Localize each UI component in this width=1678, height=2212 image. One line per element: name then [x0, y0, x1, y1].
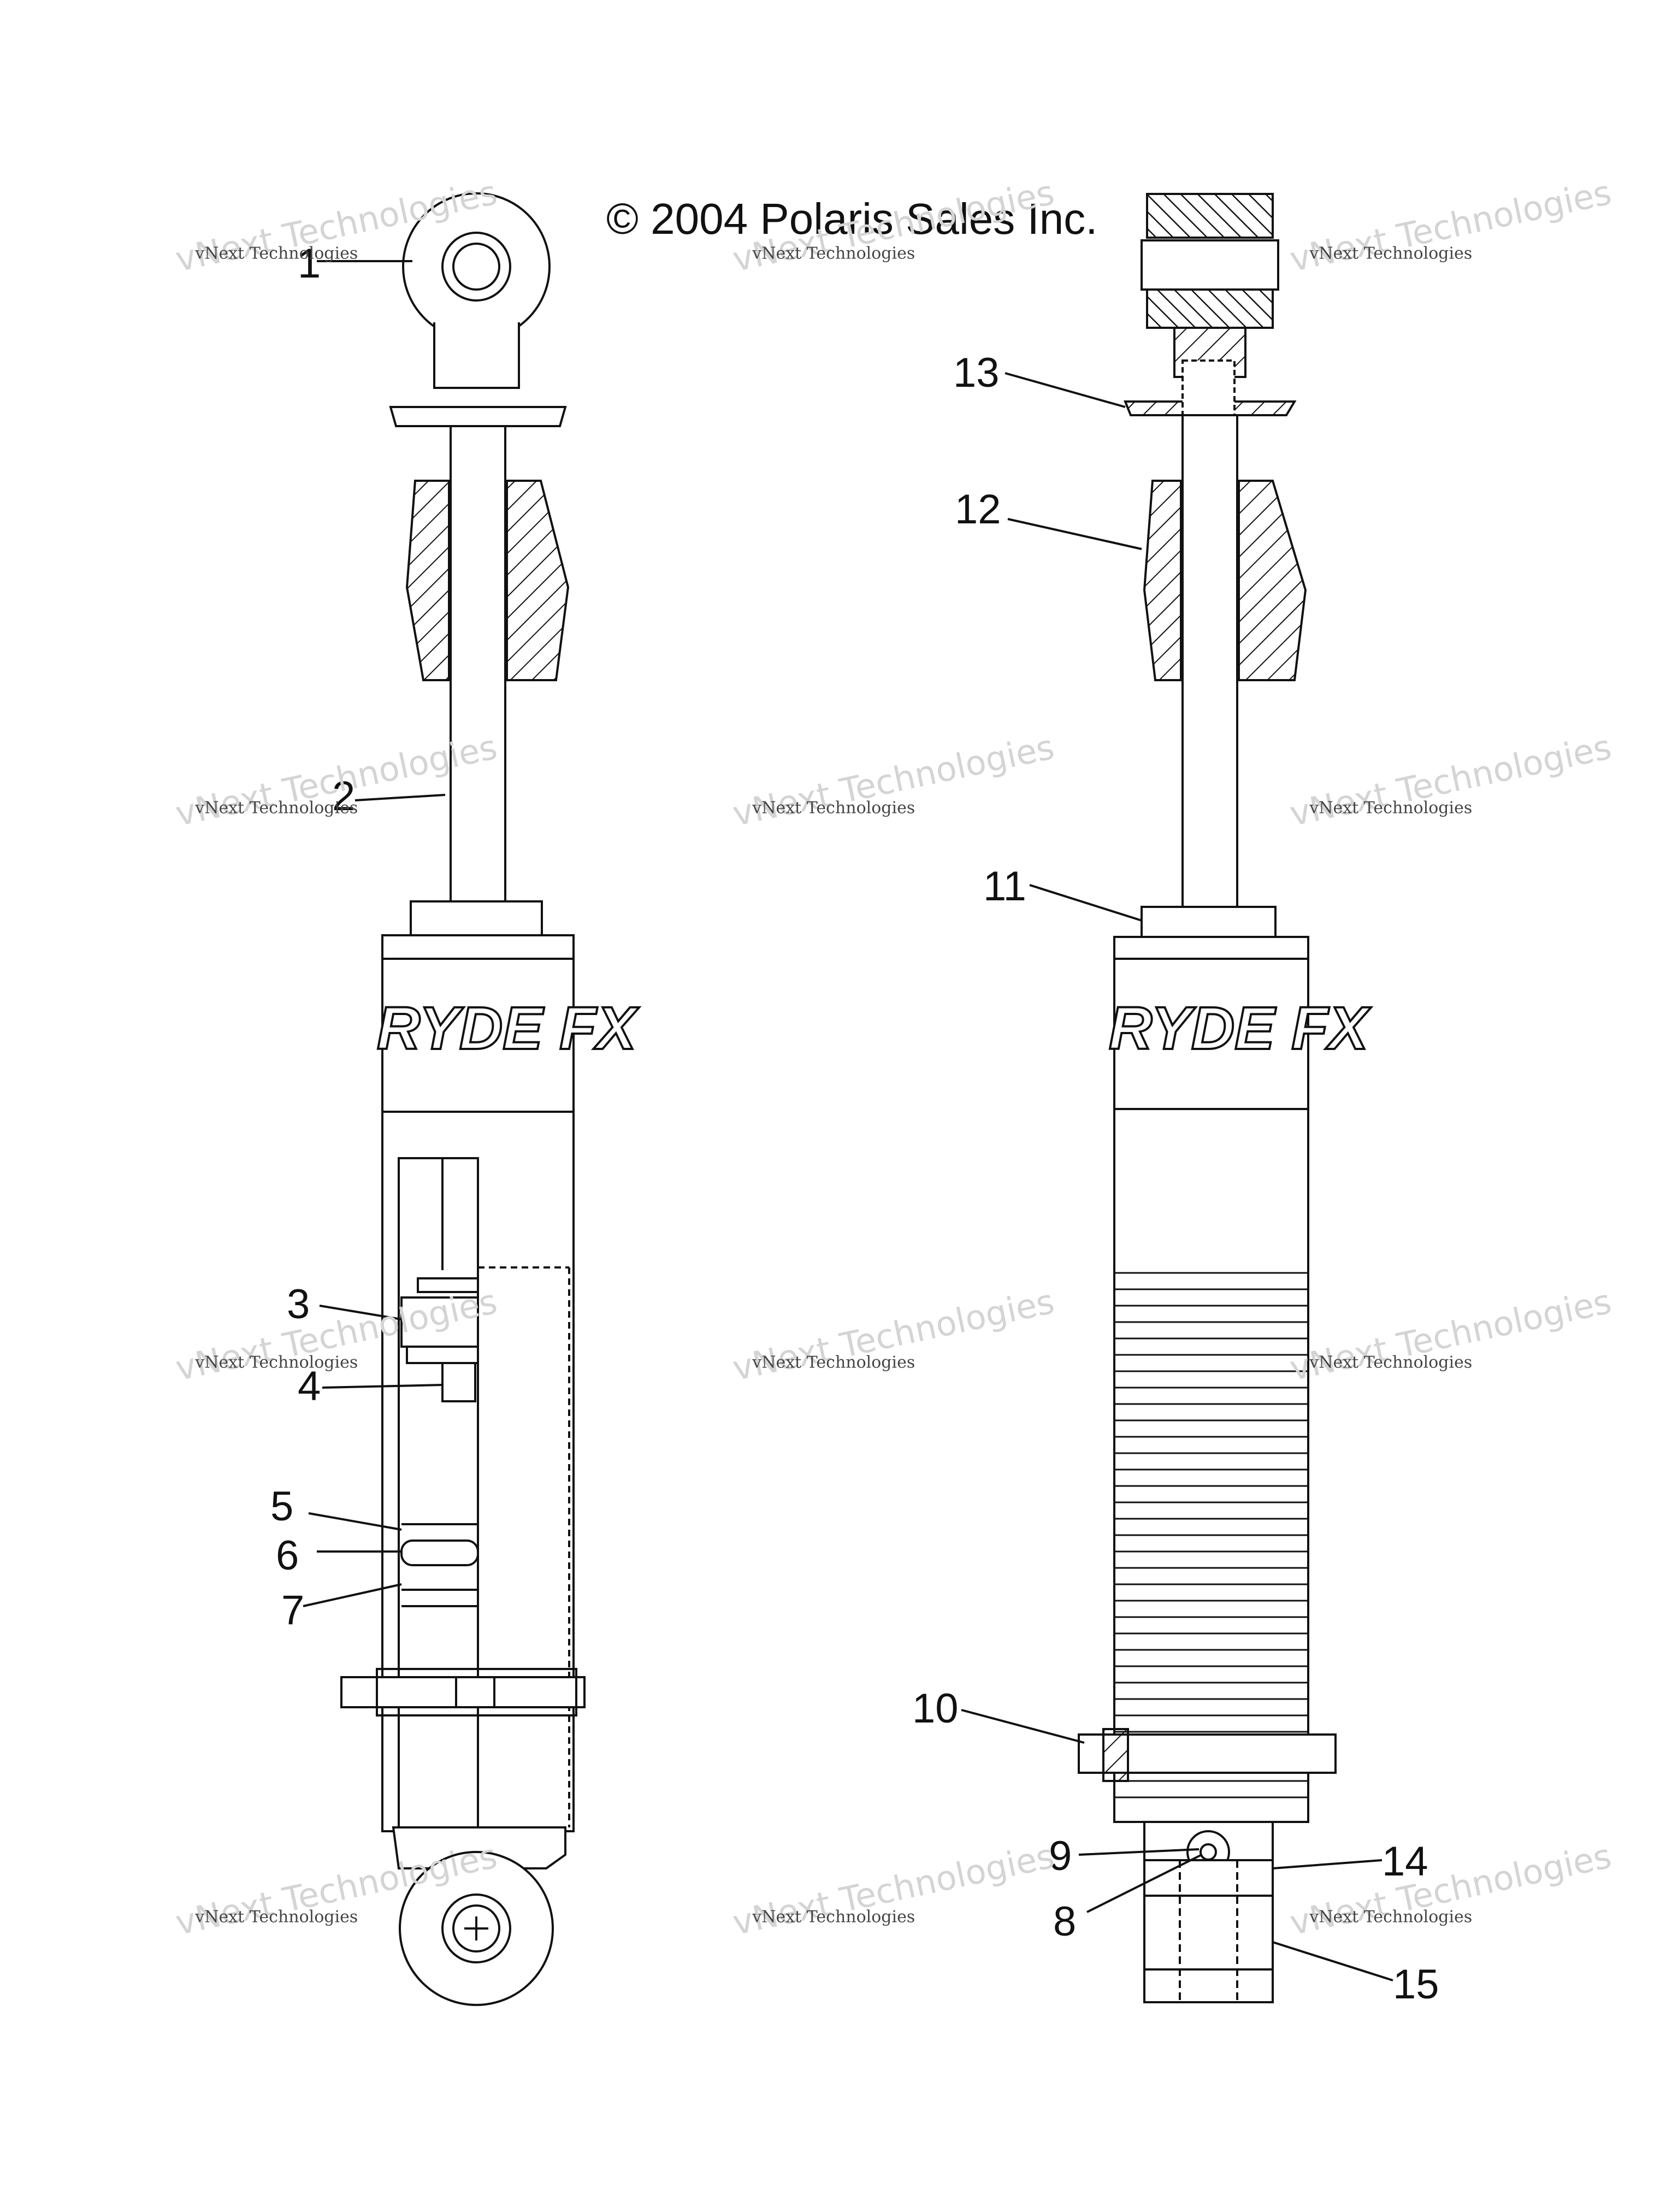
- left-bumper: [405, 480, 450, 681]
- threads: [1114, 1272, 1308, 1798]
- callout-10: 10: [912, 1685, 959, 1732]
- svg-text:RYDE FX: RYDE FX: [1109, 995, 1371, 1062]
- callout-13: 13: [953, 350, 1000, 396]
- top-eyelet: [402, 192, 551, 341]
- callout-12: 12: [955, 486, 1001, 533]
- callout-7: 7: [281, 1587, 305, 1633]
- callout-9: 9: [1049, 1833, 1072, 1879]
- callout-3: 3: [287, 1281, 310, 1328]
- callout-11: 11: [983, 863, 1026, 910]
- svg-text:RYDE FX: RYDE FX: [377, 995, 639, 1062]
- leader-lines: [303, 260, 1393, 1981]
- callout-5: 5: [270, 1483, 294, 1530]
- left-shock-assembly: RYDE FX: [340, 192, 640, 2006]
- left-shaft: [450, 425, 506, 903]
- callout-6: 6: [276, 1532, 299, 1579]
- callout-15: 15: [1393, 1961, 1439, 2008]
- callout-8: 8: [1053, 1898, 1077, 1945]
- callout-4: 4: [298, 1363, 321, 1409]
- right-bumper: [1143, 480, 1182, 681]
- right-shock-assembly: RYDE FX: [1078, 193, 1372, 2003]
- right-shaft: [1181, 414, 1238, 908]
- copyright-notice: © 2004 Polaris Sales Inc.: [606, 194, 1098, 243]
- callout-14: 14: [1382, 1838, 1428, 1885]
- right-body: [1113, 936, 1309, 1823]
- callout-1: 1: [298, 240, 321, 287]
- callout-2: 2: [332, 773, 356, 819]
